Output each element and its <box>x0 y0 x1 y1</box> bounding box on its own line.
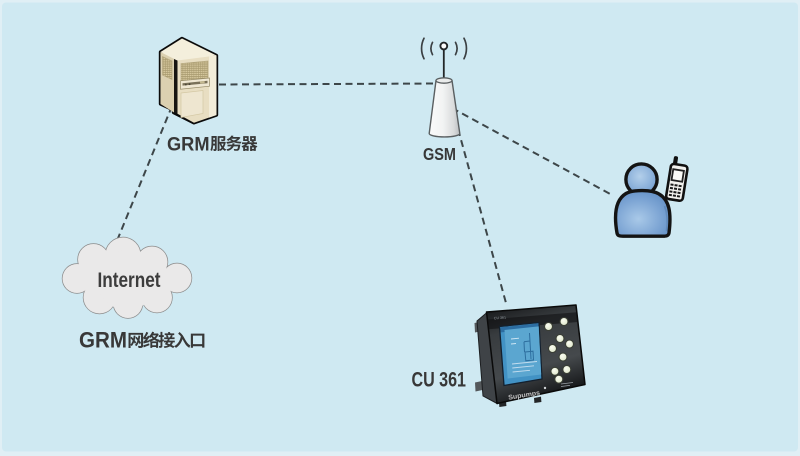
svg-text:CU 361: CU 361 <box>494 316 506 321</box>
svg-text:GRM: GRM <box>167 135 210 156</box>
svg-text:Supumps: Supumps <box>508 390 541 402</box>
svg-text:CU 361: CU 361 <box>412 369 467 392</box>
svg-text:Internet: Internet <box>98 269 161 292</box>
svg-text:GRM: GRM <box>79 328 127 353</box>
svg-text:GSM: GSM <box>423 144 456 164</box>
